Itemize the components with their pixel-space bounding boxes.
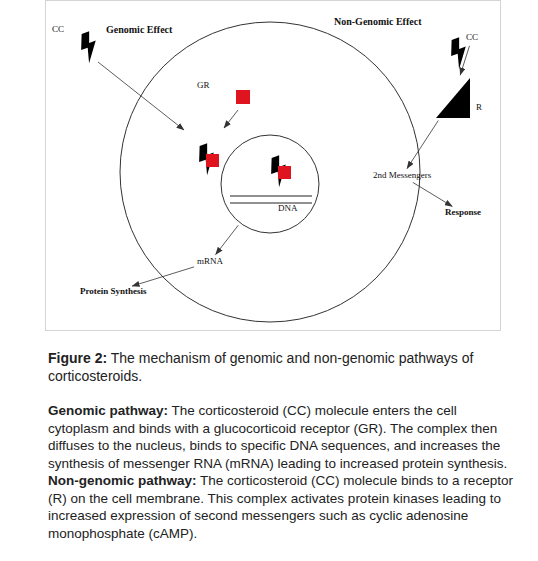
bold-lead: Non-genomic pathway: xyxy=(48,473,197,488)
leader-arrow xyxy=(224,110,238,128)
pathway-heading: Non-Genomic Effect xyxy=(334,16,421,27)
dna-strand xyxy=(230,203,312,204)
connector-arrow xyxy=(407,121,438,169)
node-text: Protein Synthesis xyxy=(80,286,147,296)
connector-arrow xyxy=(132,267,194,286)
connector-arrow xyxy=(460,46,469,75)
product-label: Protein Synthesis xyxy=(80,287,147,297)
bold-lead: Figure 2: xyxy=(48,350,107,366)
nucleus-outline xyxy=(220,134,320,234)
node-text: GR xyxy=(197,80,210,90)
node-text: CC xyxy=(52,24,64,34)
node-text: R xyxy=(476,103,482,113)
receptor-square xyxy=(278,166,291,179)
nucleus-membrane xyxy=(221,135,319,233)
agent-label: CC xyxy=(466,33,478,43)
connector-group xyxy=(132,46,469,286)
body-text: The mechanism of genomic and non-genomic… xyxy=(48,350,473,384)
node-text: DNA xyxy=(278,204,298,214)
corticosteroid-bolt xyxy=(76,30,102,64)
corticosteroid-bolt xyxy=(266,154,292,188)
node-text: CC xyxy=(466,32,478,42)
messenger-label: 2nd Messengers xyxy=(373,171,431,181)
leader-arrow xyxy=(98,62,184,130)
receptor-square xyxy=(206,154,219,167)
caption-paragraph: Non-genomic pathway: The corticosteroid … xyxy=(48,472,513,542)
agent-label: CC xyxy=(52,25,64,35)
node-text: 2nd Messengers xyxy=(373,170,431,180)
membrane-receptor: R xyxy=(436,78,470,118)
dna-strand xyxy=(230,196,312,197)
connector-arrow xyxy=(413,182,453,206)
receptor-outline xyxy=(436,78,470,118)
caption-paragraph: Genomic pathway: The corticosteroid (CC)… xyxy=(48,402,513,472)
receptor-label: GR xyxy=(197,81,210,91)
node-text: mRNA xyxy=(197,256,223,266)
bold-lead: Genomic pathway: xyxy=(48,403,168,418)
connector-arrow xyxy=(216,225,239,254)
figure-frame xyxy=(46,1,501,331)
nucleus-circle: DNA xyxy=(220,134,320,234)
corticosteroid-bolt xyxy=(194,142,220,176)
figure-caption: Figure 2: The mechanism of genomic and n… xyxy=(48,350,513,385)
receptor-square xyxy=(236,90,250,104)
node-text: Response xyxy=(445,207,481,217)
receptor-triangle xyxy=(436,78,470,118)
mrna-label: mRNA xyxy=(197,257,223,267)
pathway-heading: Genomic Effect xyxy=(106,24,172,35)
response-label: Response xyxy=(445,208,481,218)
